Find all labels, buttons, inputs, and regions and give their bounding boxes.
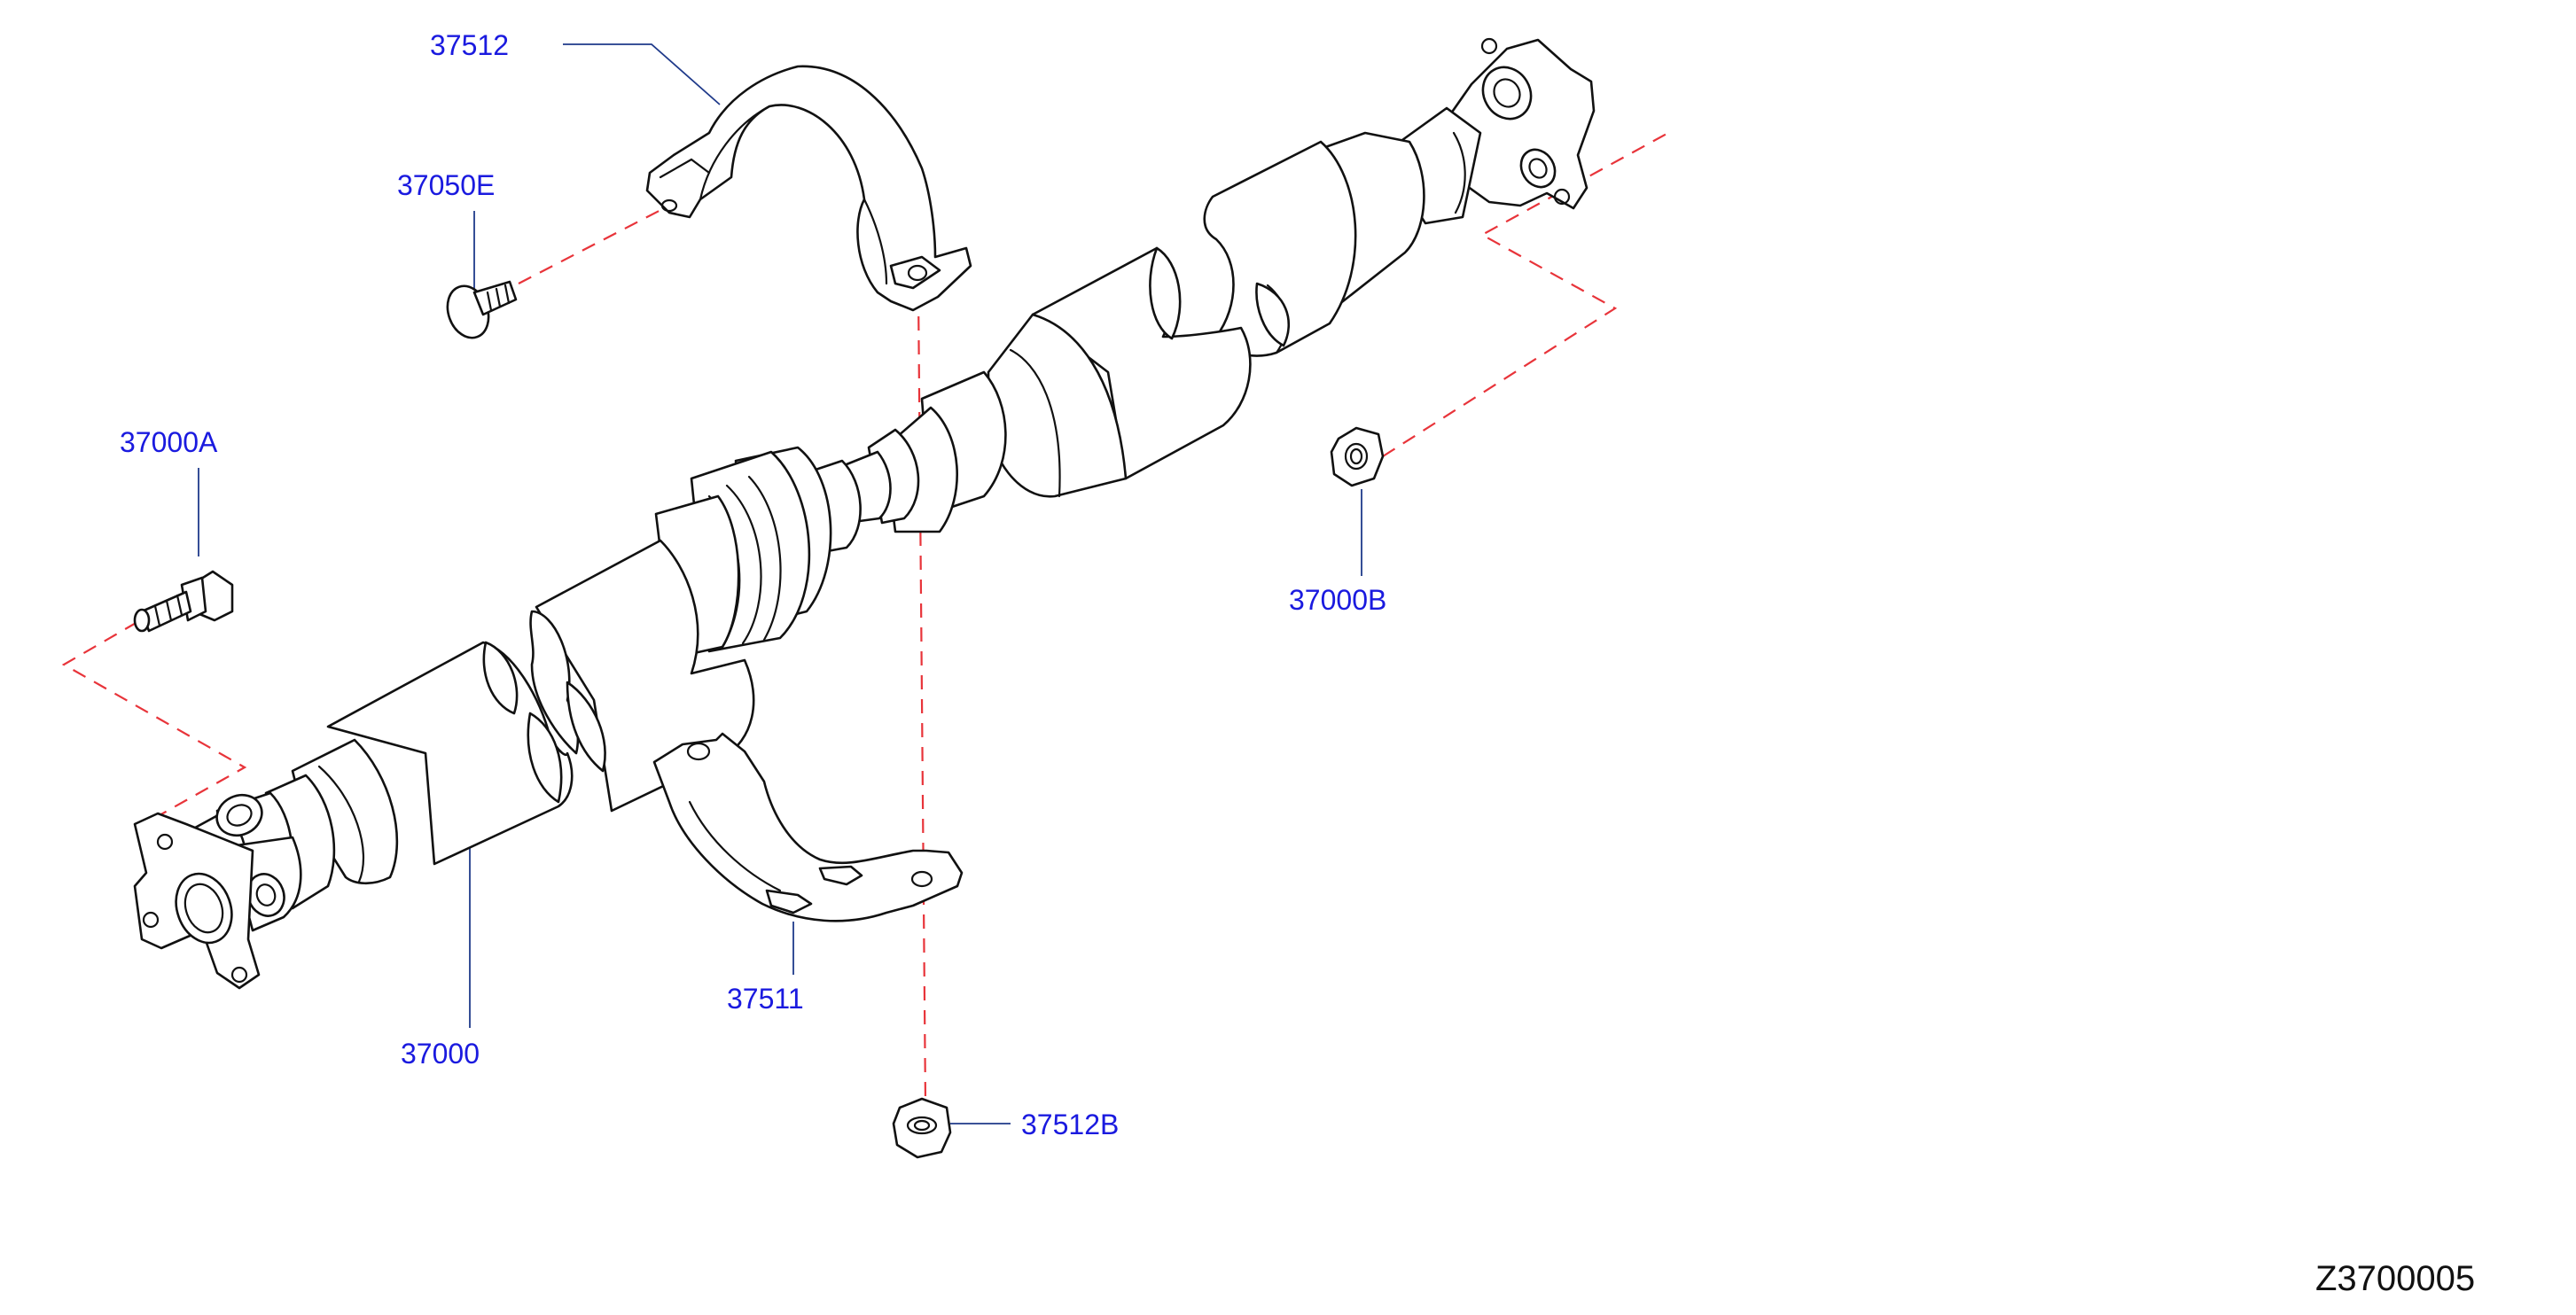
strap-nut [892, 1097, 952, 1159]
callout-37512B: 37512B [1021, 1109, 1119, 1140]
upper-support-strap [645, 65, 972, 312]
assembly-line-strap-vertical [917, 292, 927, 1104]
rear-flange-yoke [1401, 37, 1596, 225]
callout-37000A: 37000A [120, 426, 218, 458]
assembly-lines [61, 132, 1669, 1104]
callout-37512: 37512 [430, 29, 509, 61]
clip-bolt [446, 280, 518, 339]
leader-lines [198, 43, 1362, 1124]
assembly-line-front-flange [61, 621, 247, 816]
callout-labels: 37512 37050E 37000A 37000B 37000 37511 3… [120, 29, 2475, 1298]
propeller-shaft [133, 37, 1596, 990]
rear-tube [1203, 131, 1425, 357]
centre-tube-rear [987, 246, 1252, 498]
front-flange-yoke [133, 774, 336, 990]
callout-37000B: 37000B [1289, 584, 1386, 616]
centre-bearing [654, 370, 1007, 659]
leader-37512 [563, 43, 721, 105]
flange-bolt [133, 570, 234, 633]
callout-37000: 37000 [401, 1038, 480, 1070]
callout-37511: 37511 [727, 983, 804, 1015]
lower-support-strap [652, 732, 964, 922]
front-tube [291, 539, 755, 885]
assembly-line-clip-bolt [518, 205, 670, 284]
callout-37050E: 37050E [397, 169, 495, 201]
diagram-code: Z3700005 [2315, 1259, 2475, 1298]
flange-nut [1330, 426, 1385, 487]
